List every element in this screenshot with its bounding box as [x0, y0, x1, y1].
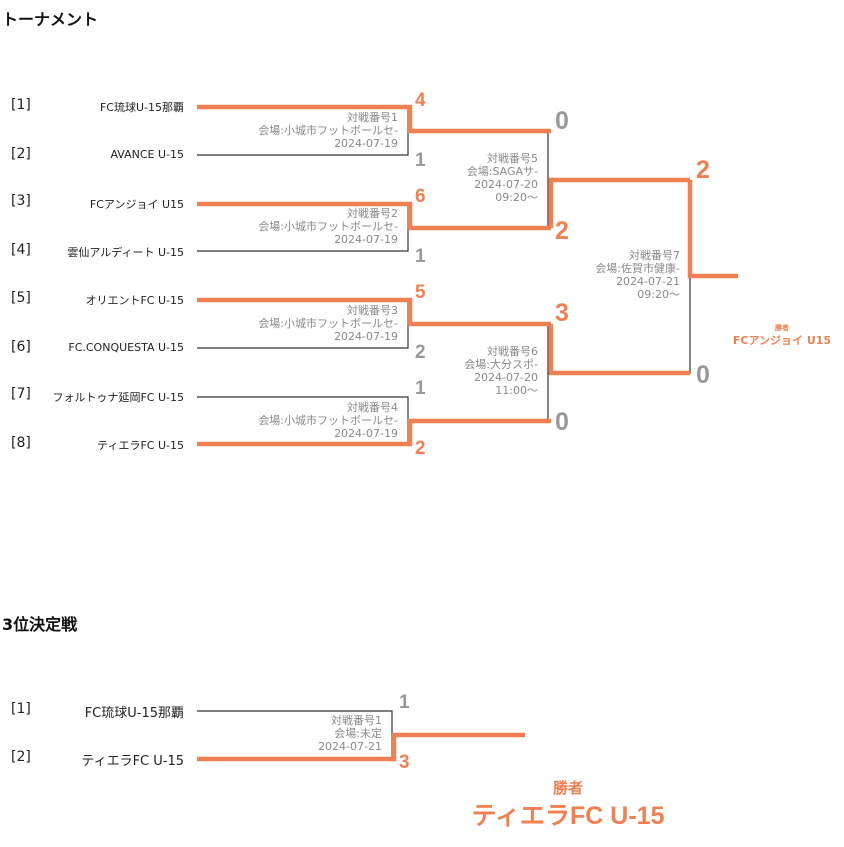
win-path-team-3 [197, 201, 551, 231]
match-date: 2024-07-19 [334, 427, 398, 440]
match-venue: 会場:佐賀市健康- [595, 262, 680, 275]
third-winner-name[interactable]: ティエラFC U-15 [471, 802, 665, 830]
match-date: 2024-07-21 [616, 275, 680, 288]
score-m4-bottom: 2 [415, 438, 426, 459]
tournament-title: トーナメント [2, 10, 99, 29]
third-seed-2: [2] [11, 749, 31, 765]
match-info-1[interactable]: 対戦番号1 会場:小城市フットボールセ- 2024-07-19 [198, 111, 398, 150]
match-info-7[interactable]: 対戦番号7 会場:佐賀市健康- 2024-07-21 09:20～ [540, 249, 680, 301]
seed-2: [2] [11, 146, 31, 162]
match-number: 対戦番号3 [347, 304, 398, 317]
match-number: 対戦番号2 [347, 207, 398, 220]
win-path-team-1 [197, 104, 551, 134]
win-path-team-8 [197, 418, 551, 447]
score-third-bottom: 3 [399, 752, 410, 773]
match-info-4[interactable]: 対戦番号4 会場:小城市フットボールセ- 2024-07-19 [198, 401, 398, 440]
winner-name[interactable]: FCアンジョイ U15 [732, 334, 832, 347]
seed-6: [6] [11, 339, 31, 355]
match-number: 対戦番号6 [487, 345, 538, 358]
match-info-3[interactable]: 対戦番号3 会場:小城市フットボールセ- 2024-07-19 [198, 304, 398, 343]
match-date: 2024-07-19 [334, 137, 398, 150]
match-date: 2024-07-19 [334, 233, 398, 246]
score-m2-bottom: 1 [415, 246, 426, 267]
score-m5-top: 0 [555, 107, 569, 135]
match-number: 対戦番号7 [629, 249, 680, 262]
team-name-2[interactable]: AVANCE U-15 [110, 148, 184, 161]
score-third-top: 1 [399, 692, 410, 713]
match-venue: 会場:大分スポ- [464, 358, 538, 371]
win-path-m5 [548, 177, 690, 228]
match-venue: 会場:小城市フットボールセ- [258, 414, 398, 427]
match-number: 対戦番号1 [347, 111, 398, 124]
match-venue: 会場:SAGAサ- [466, 165, 538, 178]
seed-5: [5] [11, 290, 31, 306]
seed-8: [8] [11, 435, 31, 451]
match-venue: 会場:小城市フットボールセ- [258, 317, 398, 330]
match-number: 対戦番号5 [487, 152, 538, 165]
match-info-6[interactable]: 対戦番号6 会場:大分スポ- 2024-07-20 11:00～ [400, 345, 538, 397]
third-winner-label: 勝者 [552, 779, 583, 797]
score-final-top: 2 [696, 156, 710, 184]
score-m3-bottom: 2 [415, 342, 426, 363]
third-team-name-1[interactable]: FC琉球U-15那覇 [84, 706, 184, 721]
third-place-title: 3位決定戦 [2, 615, 78, 634]
score-m5-bottom: 2 [555, 217, 569, 245]
team-name-6[interactable]: FC.CONQUESTA U-15 [68, 341, 184, 354]
win-path-3rd [197, 732, 525, 762]
seed-3: [3] [11, 193, 31, 209]
win-path-team-5 [197, 297, 551, 327]
match-date: 2024-07-21 [318, 740, 382, 753]
match-number: 対戦番号4 [347, 401, 398, 414]
seed-1: [1] [11, 97, 31, 113]
third-match-info[interactable]: 対戦番号1 会場:未定 2024-07-21 [200, 714, 382, 753]
score-m1-top: 4 [415, 90, 426, 111]
seed-7: [7] [11, 386, 31, 402]
match-time: 11:00～ [495, 384, 538, 397]
winner-label: 勝者 [775, 324, 789, 332]
match-date: 2024-07-20 [474, 178, 538, 191]
match-venue: 会場:小城市フットボールセ- [258, 124, 398, 137]
match-number: 対戦番号1 [331, 714, 382, 727]
seed-4: [4] [11, 242, 31, 258]
match-date: 2024-07-19 [334, 330, 398, 343]
team-name-8[interactable]: ティエラFC U-15 [97, 439, 184, 452]
score-m4-top: 1 [415, 378, 426, 399]
match-info-5[interactable]: 対戦番号5 会場:SAGAサ- 2024-07-20 09:20～ [400, 152, 538, 204]
match-info-2[interactable]: 対戦番号2 会場:小城市フットボールセ- 2024-07-19 [198, 207, 398, 246]
score-m6-top: 3 [555, 299, 569, 327]
third-team-name-2[interactable]: ティエラFC U-15 [81, 754, 184, 769]
win-path-final [687, 180, 738, 279]
match-time: 09:20～ [495, 191, 538, 204]
match-time: 09:20～ [637, 288, 680, 301]
win-path-m6 [548, 324, 690, 376]
match-date: 2024-07-20 [474, 371, 538, 384]
match-venue: 会場:未定 [334, 727, 382, 740]
team-name-3[interactable]: FCアンジョイ U15 [89, 198, 184, 211]
score-final-bottom: 0 [696, 361, 710, 389]
team-name-5[interactable]: オリエントFC U-15 [85, 294, 184, 307]
team-name-1[interactable]: FC琉球U-15那覇 [99, 101, 184, 114]
match-venue: 会場:小城市フットボールセ- [258, 220, 398, 233]
score-m3-top: 5 [415, 282, 426, 303]
score-m1-bottom: 1 [415, 150, 426, 171]
score-m6-bottom: 0 [555, 408, 569, 436]
score-m2-top: 6 [415, 186, 426, 207]
third-seed-1: [1] [11, 701, 31, 717]
team-name-7[interactable]: フォルトゥナ延岡FC U-15 [52, 391, 184, 404]
team-name-4[interactable]: 雲仙アルディート U-15 [67, 246, 184, 259]
